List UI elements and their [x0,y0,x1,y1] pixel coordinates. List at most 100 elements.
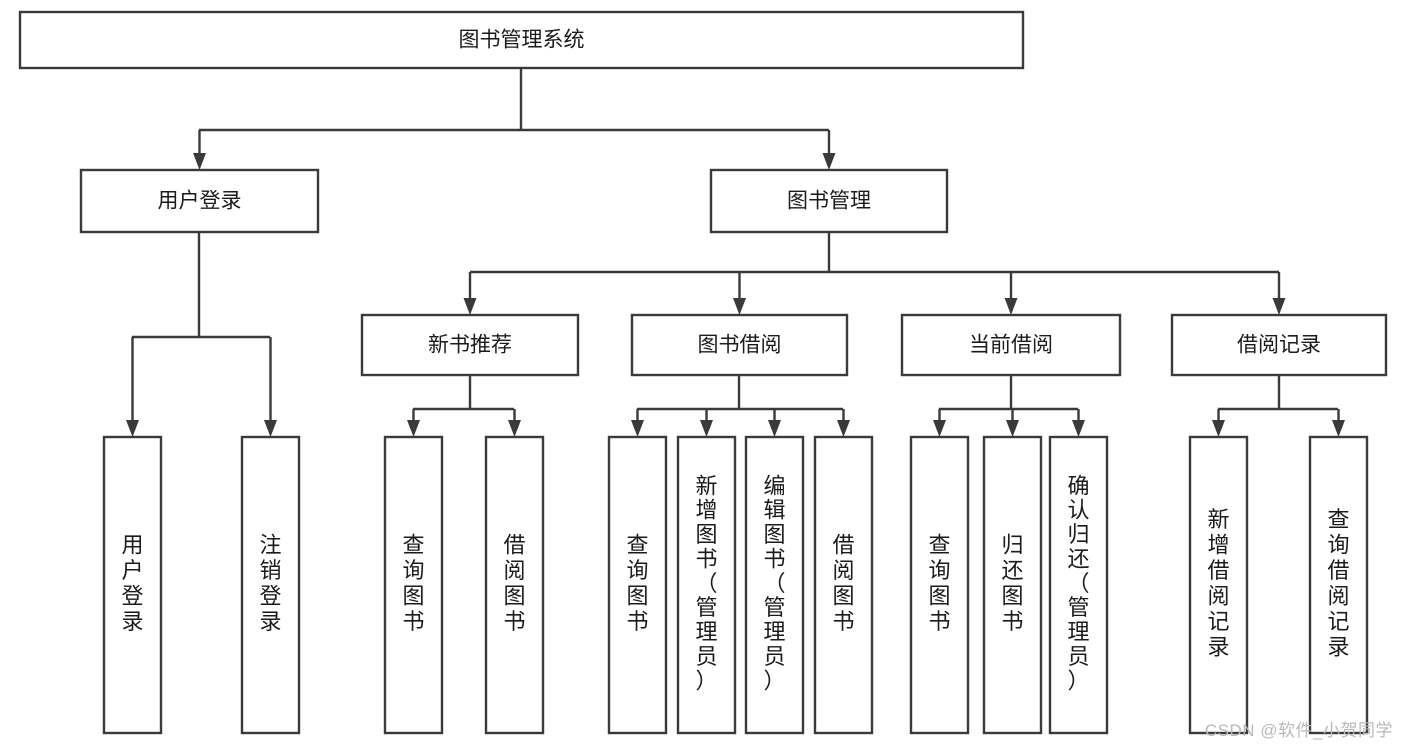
node-level3-借阅记录[interactable]: 借阅记录 [1170,313,1388,377]
node-leaf-10-确认归还管理员-char: 理 [1067,620,1089,645]
arrow-to-leaf-用户登录-head [126,420,139,437]
node-leaf-11-新增借阅记录-char: 阅 [1207,584,1229,609]
node-level3-借阅记录-box[interactable] [1170,313,1388,377]
node-leaf-2-查询图书-char: 书 [402,609,424,634]
node-leaf-10-确认归还管理员-char: 管 [1067,595,1089,620]
node-leaf-9-归还图书-char: 图 [1001,584,1023,609]
node-leaf-1-注销登录-char: 注 [259,533,281,558]
node-level2-用户登录[interactable]: 用户登录 [79,168,320,234]
node-leaf-6-编辑图书管理员-char: ） [763,668,785,693]
node-leaf-0-用户登录-char: 户 [121,558,143,583]
node-leaf-11-新增借阅记录-char: 新 [1207,507,1229,532]
node-leaf-0-用户登录-char: 录 [121,609,143,634]
node-leaf-6-编辑图书管理员-char: 书 [763,546,785,571]
node-leaf-9-归还图书-char: 书 [1001,609,1023,634]
arrow-to-图书管理-head [822,153,836,170]
node-leaf-2-查询图书-char: 图 [402,584,424,609]
node-leaf-4-查询图书-box[interactable] [607,435,668,735]
node-leaf-6-编辑图书管理员-box[interactable] [744,435,805,735]
node-leaf-1-注销登录-char: 销 [259,558,281,583]
node-level3-当前借阅[interactable]: 当前借阅 [900,313,1122,377]
node-leaf-9-归还图书-char: 还 [1001,558,1023,583]
nodes-layer: 图书管理系统用户登录图书管理新书推荐图书借阅当前借阅借阅记录用户登录注销登录查询… [18,10,1388,735]
node-level3-当前借阅-box[interactable] [900,313,1122,377]
node-level3-新书推荐-box[interactable] [360,313,580,377]
arrow-to-leaf-查询图书-head [933,420,946,437]
node-leaf-6-编辑图书管理员-char: （ [763,571,785,596]
node-root-图书管理系统-box[interactable] [18,10,1025,70]
node-leaf-2-查询图书-char: 询 [402,558,424,583]
node-leaf-8-查询图书-char: 图 [928,584,950,609]
node-level2-用户登录-box[interactable] [79,168,320,234]
node-leaf-4-查询图书-char: 查 [626,533,648,558]
node-leaf-2-查询图书-char: 查 [402,533,424,558]
node-leaf-3-借阅图书-char: 借 [503,533,525,558]
node-leaf-5-新增图书管理员-char: 理 [695,620,717,645]
arrow-to-leaf-归还图书-head [1006,420,1019,437]
arrow-to-leaf-查询借阅记录-head [1332,420,1345,437]
node-level3-图书借阅-box[interactable] [630,313,849,377]
arrow-to-用户登录-head [193,153,206,170]
node-leaf-12-查询借阅记录-char: 查 [1327,507,1349,532]
node-leaf-8-查询图书-box[interactable] [909,435,970,735]
arrow-to-leaf-借阅图书-head [837,420,850,437]
node-leaf-11-新增借阅记录-char: 记 [1207,609,1229,634]
node-leaf-7-借阅图书-char: 阅 [832,558,854,583]
node-leaf-2-查询图书-box[interactable] [383,435,444,735]
node-leaf-10-确认归还管理员-box[interactable] [1048,435,1109,735]
node-level3-借阅记录-label: 借阅记录 [1237,334,1321,357]
node-leaf-5-新增图书管理员-box[interactable] [676,435,737,735]
node-leaf-5-新增图书管理员-char: 图 [695,522,717,547]
node-leaf-0-用户登录-box[interactable] [102,435,163,735]
node-leaf-0-用户登录-char: 用 [121,533,143,558]
node-leaf-4-查询图书-char: 图 [626,584,648,609]
arrow-to-新书推荐-head [463,298,477,315]
node-leaf-11-新增借阅记录-char: 借 [1207,558,1229,583]
arrow-to-leaf-新增借阅记录-head [1212,420,1225,437]
node-level2-图书管理-box[interactable] [709,168,949,234]
node-leaf-11-新增借阅记录-char: 增 [1207,533,1229,558]
arrow-to-leaf-注销登录-head [264,420,277,437]
node-leaf-9-归还图书-box[interactable] [982,435,1043,735]
node-level3-新书推荐[interactable]: 新书推荐 [360,313,580,377]
node-leaf-12-查询借阅记录-box[interactable] [1308,435,1369,735]
node-leaf-9-归还图书-char: 归 [1001,533,1023,558]
node-leaf-11-新增借阅记录-box[interactable] [1188,435,1249,735]
node-level2-图书管理[interactable]: 图书管理 [709,168,949,234]
node-root-图书管理系统-label: 图书管理系统 [459,29,585,52]
node-leaf-0-用户登录-char: 登 [121,584,143,609]
arrow-to-leaf-编辑图书管理员-head [768,420,781,437]
node-leaf-1-注销登录-box[interactable] [240,435,301,735]
node-root-图书管理系统[interactable]: 图书管理系统 [18,10,1025,70]
node-leaf-4-查询图书-char: 书 [626,609,648,634]
node-leaf-12-查询借阅记录-char: 阅 [1327,584,1349,609]
arrow-to-leaf-查询图书-head [631,420,644,437]
node-leaf-7-借阅图书-box[interactable] [813,435,874,735]
node-leaf-10-确认归还管理员-char: 归 [1067,522,1089,547]
node-leaf-6-编辑图书管理员-char: 编 [763,473,785,498]
node-level3-图书借阅[interactable]: 图书借阅 [630,313,849,377]
node-leaf-8-查询图书-char: 询 [928,558,950,583]
node-leaf-10-确认归还管理员-char: 确 [1067,473,1089,498]
node-leaf-10-确认归还管理员-char: ） [1067,668,1089,693]
arrow-to-当前借阅-head [1004,298,1018,315]
node-leaf-3-借阅图书-box[interactable] [484,435,545,735]
node-leaf-6-编辑图书管理员-char: 管 [763,595,785,620]
node-leaf-6-编辑图书管理员-char: 辑 [763,498,785,523]
connectors-layer [126,68,1345,437]
node-level2-图书管理-label: 图书管理 [787,190,871,213]
node-leaf-0-用户登录[interactable]: 用户登录 [102,435,163,735]
